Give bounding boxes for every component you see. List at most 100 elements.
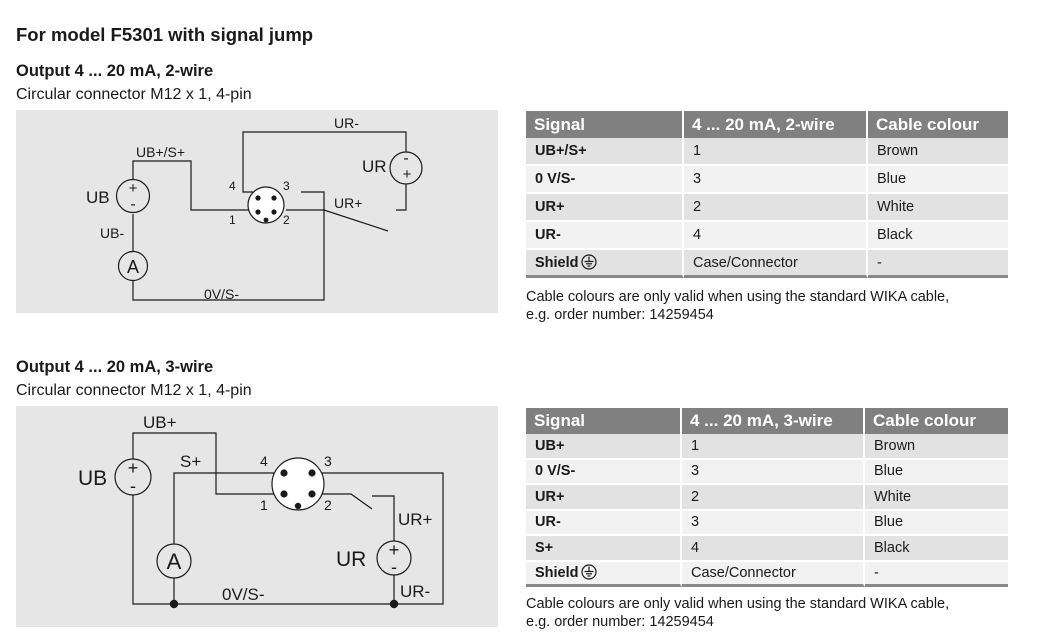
table-header-signal: Signal xyxy=(526,408,682,434)
section-subtitle-2-wire: Circular connector M12 x 1, 4-pin xyxy=(16,86,252,103)
table-row: Shield Case/Connector - xyxy=(526,561,1008,587)
cable-colour-note-2-wire: Cable colours are only valid when using … xyxy=(526,288,949,324)
cell-colour: Black xyxy=(865,536,1008,562)
label-s-plus: S+ xyxy=(180,452,201,471)
pin-assignment-table-3-wire: Signal 4 ... 20 mA, 3-wire Cable colour … xyxy=(526,408,1008,587)
table-row: UR+ 2 White xyxy=(526,485,1008,511)
ur-minus-sign: - xyxy=(403,150,408,167)
label-ur: UR xyxy=(362,157,387,176)
table-header-signal: Signal xyxy=(526,111,684,138)
m12-connector-icon xyxy=(247,186,285,224)
page-title: For model F5301 with signal jump xyxy=(16,24,314,45)
table-row: 0 V/S- 3 Blue xyxy=(526,166,1008,194)
ground-icon xyxy=(580,564,597,580)
section-subtitle-3-wire: Circular connector M12 x 1, 4-pin xyxy=(16,382,252,399)
cell-pin: Case/Connector xyxy=(684,250,868,278)
cell-pin: 2 xyxy=(684,194,868,222)
label-ur-minus: UR- xyxy=(334,115,359,131)
ground-icon xyxy=(580,254,597,270)
note-line-2: e.g. order number: 14259454 xyxy=(526,307,714,323)
cell-signal: 0 V/S- xyxy=(526,459,682,485)
wiring-diagram-3-wire: + - A + - UB+ S+ UB UR+ UR UR- 0V/S- 4 3… xyxy=(16,406,498,627)
cell-signal: UB+/S+ xyxy=(526,138,684,166)
section-title-3-wire: Output 4 ... 20 mA, 3-wire xyxy=(16,358,214,376)
pin-label-1: 1 xyxy=(229,213,236,227)
cell-pin: 4 xyxy=(682,536,865,562)
cell-pin: 1 xyxy=(684,138,868,166)
label-ub: UB xyxy=(86,188,110,207)
wiring-diagram-2-wire-svg: + - A - + UR- UB+/S+ UR UB UB- UR+ 0V/S-… xyxy=(86,115,423,302)
pin-assignment-table-2-wire: Signal 4 ... 20 mA, 2-wire Cable colour … xyxy=(526,111,1008,278)
label-ur-3: UR xyxy=(336,548,366,571)
ur-minus-sign-3: - xyxy=(391,557,397,577)
ur-plus-sign: + xyxy=(403,166,412,183)
cell-pin: 1 xyxy=(682,434,865,460)
label-ur-plus-3: UR+ xyxy=(398,510,433,529)
label-0v-s-minus-3: 0V/S- xyxy=(222,585,265,604)
cell-colour: Blue xyxy=(865,459,1008,485)
cell-signal: UB+ xyxy=(526,434,682,460)
label-ub-3: UB xyxy=(78,467,107,490)
cell-pin: 3 xyxy=(682,459,865,485)
table-header-pin: 4 ... 20 mA, 2-wire xyxy=(684,111,868,138)
cell-signal: 0 V/S- xyxy=(526,166,684,194)
note-line-1: Cable colours are only valid when using … xyxy=(526,289,950,305)
table-header-cable-colour: Cable colour xyxy=(865,408,1008,434)
note-line-1: Cable colours are only valid when using … xyxy=(526,596,950,612)
shield-label: Shield xyxy=(535,255,579,271)
cell-colour: White xyxy=(868,194,1008,222)
cell-signal: UR- xyxy=(526,222,684,250)
table-row: S+ 4 Black xyxy=(526,536,1008,562)
ub-plus-sign-3: + xyxy=(128,458,139,478)
table-row: UR- 3 Blue xyxy=(526,510,1008,536)
cell-colour: Blue xyxy=(868,166,1008,194)
note-line-2: e.g. order number: 14259454 xyxy=(526,614,714,630)
label-ur-plus: UR+ xyxy=(334,195,362,211)
cell-colour: - xyxy=(865,561,1008,587)
label-ub-plus: UB+ xyxy=(143,413,177,432)
pin-label-4: 4 xyxy=(229,179,236,193)
cable-colour-note-3-wire: Cable colours are only valid when using … xyxy=(526,595,949,631)
ub-minus-sign-3: - xyxy=(130,476,136,496)
cell-pin: 4 xyxy=(684,222,868,250)
wiring-diagram-2-wire: + - A - + UR- UB+/S+ UR UB UB- UR+ 0V/S-… xyxy=(16,110,498,313)
label-ub-minus: UB- xyxy=(100,225,124,241)
table-row: Shield Case/Connector - xyxy=(526,250,1008,278)
ammeter-label-3: A xyxy=(167,549,182,574)
cell-signal-shield: Shield xyxy=(526,561,682,587)
cell-colour: Brown xyxy=(868,138,1008,166)
pin-label-3-3: 3 xyxy=(324,453,332,469)
pin-label-3: 3 xyxy=(283,179,290,193)
table-row: UB+ 1 Brown xyxy=(526,434,1008,460)
label-ub-plus-s-plus: UB+/S+ xyxy=(136,144,185,160)
cell-pin: Case/Connector xyxy=(682,561,865,587)
cell-signal: UR+ xyxy=(526,194,684,222)
pin-label-4-3: 4 xyxy=(260,453,268,469)
ub-minus-sign: - xyxy=(130,196,135,213)
label-0v-s-minus: 0V/S- xyxy=(204,286,239,302)
table-header-pin: 4 ... 20 mA, 3-wire xyxy=(682,408,865,434)
table-row: UR- 4 Black xyxy=(526,222,1008,250)
table-header-cable-colour: Cable colour xyxy=(868,111,1008,138)
cell-signal: S+ xyxy=(526,536,682,562)
ammeter-label: A xyxy=(127,257,139,277)
label-ur-minus-3: UR- xyxy=(400,582,430,601)
cell-pin: 3 xyxy=(682,510,865,536)
cell-pin: 3 xyxy=(684,166,868,194)
ub-plus-sign: + xyxy=(129,180,138,197)
cell-colour: Blue xyxy=(865,510,1008,536)
cell-colour: Brown xyxy=(865,434,1008,460)
cell-signal-shield: Shield xyxy=(526,250,684,278)
cell-pin: 2 xyxy=(682,485,865,511)
wiring-diagram-3-wire-svg: + - A + - UB+ S+ UB UR+ UR UR- 0V/S- 4 3… xyxy=(78,413,444,609)
shield-label: Shield xyxy=(535,565,579,582)
pin-label-2: 2 xyxy=(283,213,290,227)
cell-signal: UR+ xyxy=(526,485,682,511)
cell-colour: - xyxy=(868,250,1008,278)
table-row: 0 V/S- 3 Blue xyxy=(526,459,1008,485)
table-row: UR+ 2 White xyxy=(526,194,1008,222)
pin-label-1-3: 1 xyxy=(260,497,268,513)
pin-label-2-3: 2 xyxy=(324,497,332,513)
ur-plus-sign-3: + xyxy=(389,540,400,560)
m12-connector-icon-3 xyxy=(271,457,325,511)
